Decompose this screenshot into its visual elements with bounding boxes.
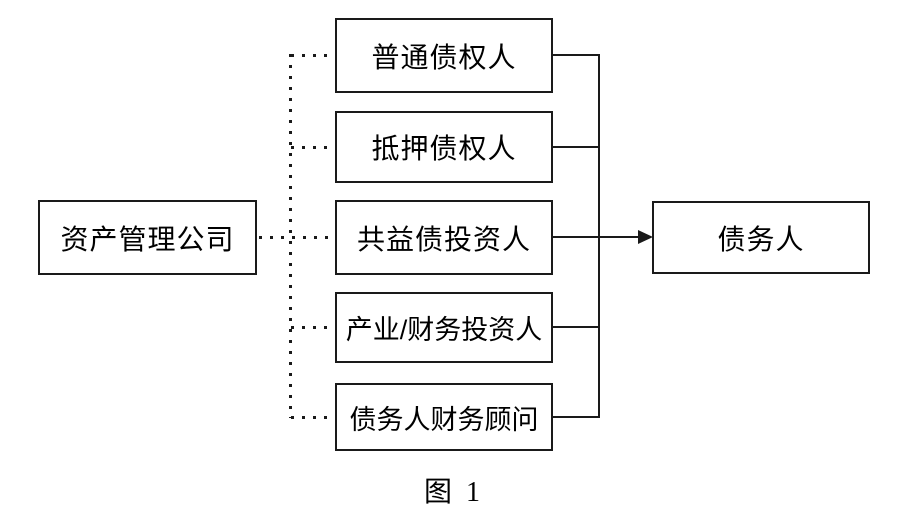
figure-caption: 图 1 xyxy=(423,477,480,508)
solid-line-row4 xyxy=(553,326,600,328)
dotted-line-row1 xyxy=(291,54,335,57)
solid-line-row5 xyxy=(553,416,600,418)
dotted-line-left-to-row3 xyxy=(259,236,335,239)
node-debtor-financial-advisor: 债务人财务顾问 xyxy=(335,383,553,451)
dotted-line-row5 xyxy=(291,416,335,419)
arrowhead-icon xyxy=(638,230,653,244)
node-industrial-financial-investor: 产业/财务投资人 xyxy=(335,292,553,363)
solid-line-row2 xyxy=(553,146,600,148)
arrow-shaft-row3 xyxy=(553,236,640,238)
node-common-benefit-debt-investor: 共益债投资人 xyxy=(335,200,553,275)
dotted-line-row2 xyxy=(291,146,335,149)
node-ordinary-creditor: 普通债权人 xyxy=(335,18,553,93)
dotted-line-row4 xyxy=(291,326,335,329)
node-asset-management-company: 资产管理公司 xyxy=(38,200,257,275)
node-debtor: 债务人 xyxy=(652,201,870,274)
solid-line-row1 xyxy=(553,54,600,56)
node-mortgage-creditor: 抵押债权人 xyxy=(335,111,553,183)
